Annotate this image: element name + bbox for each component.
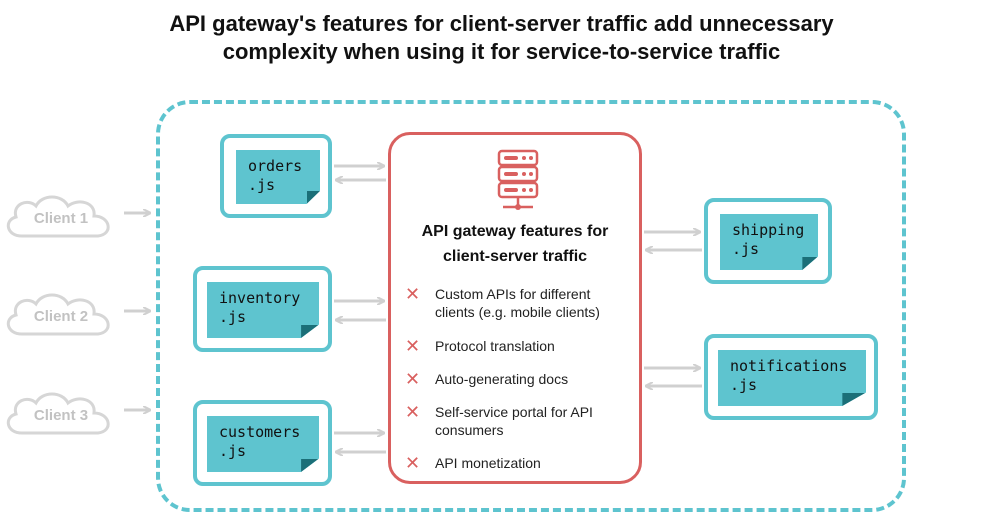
cloud-icon [6, 293, 110, 336]
feature-item: ✕ API monetization [405, 453, 541, 473]
client-label: Client 2 [33, 307, 89, 325]
server-icon [497, 149, 539, 210]
file-note: customers .js [207, 416, 319, 472]
client-label: Client 3 [33, 406, 89, 424]
cloud-icon [6, 195, 110, 238]
service-customers: customers .js [193, 400, 332, 486]
client-2: Client 2 [0, 288, 122, 344]
client-3: Client 3 [0, 387, 122, 443]
file-note: notifications .js [718, 350, 866, 406]
x-mark-icon: ✕ [405, 284, 421, 304]
service-orders: orders .js [220, 134, 332, 218]
x-mark-icon: ✕ [405, 402, 421, 422]
client-1: Client 1 [0, 190, 122, 246]
feature-item: ✕ Protocol translation [405, 336, 555, 356]
service-boundary [156, 100, 906, 512]
gateway-title: API gateway features for client-server t… [421, 223, 609, 265]
file-note: shipping .js [720, 214, 818, 270]
service-shipping: shipping .js [704, 198, 832, 284]
feature-item: ✕ Auto-generating docs [405, 369, 569, 389]
x-mark-icon: ✕ [405, 369, 421, 389]
file-note: orders .js [236, 150, 320, 204]
service-notifications: notifications .js [704, 334, 878, 420]
api-gateway-box: API gateway features for client-server t… [388, 132, 642, 484]
diagram-title: API gateway's features for client-server… [0, 10, 1003, 66]
title-line-1: API gateway's features for client-server… [169, 11, 834, 36]
client-label: Client 1 [33, 209, 89, 227]
x-mark-icon: ✕ [405, 453, 421, 473]
cloud-icon [6, 392, 110, 435]
file-note: inventory .js [207, 282, 319, 338]
service-inventory: inventory .js [193, 266, 332, 352]
x-mark-icon: ✕ [405, 336, 421, 356]
title-line-2: complexity when using it for service-to-… [222, 39, 781, 64]
